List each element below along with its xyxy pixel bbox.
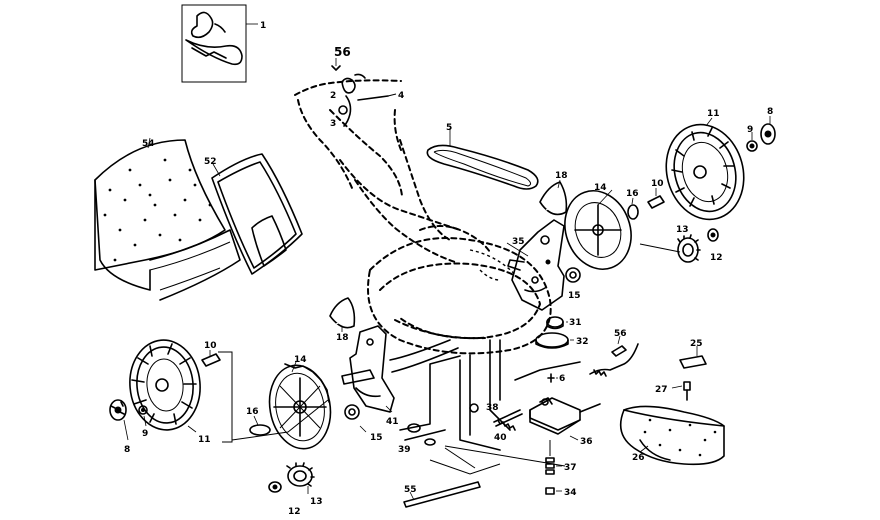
callout-16-left: 16 bbox=[246, 407, 259, 417]
air-filter-left bbox=[329, 297, 356, 332]
chute-texture bbox=[643, 418, 717, 457]
washer-left bbox=[249, 415, 271, 436]
rod-55 bbox=[403, 481, 481, 508]
axle-left bbox=[201, 350, 233, 443]
grass-bag-texture bbox=[103, 158, 212, 262]
handle-bolt-parts bbox=[331, 58, 397, 127]
blade-adapter bbox=[535, 316, 574, 349]
callout-11-right: 11 bbox=[707, 109, 720, 119]
callout-18-left: 18 bbox=[336, 333, 349, 343]
callout-14-right: 14 bbox=[594, 183, 607, 193]
callout-56-mid: 56 bbox=[614, 329, 627, 339]
rear-wheel-left bbox=[129, 339, 201, 433]
bearing-left bbox=[344, 404, 367, 433]
discharge-chute bbox=[619, 405, 725, 466]
callout-38: 38 bbox=[486, 403, 499, 413]
screw-6 bbox=[547, 373, 558, 383]
callout-15-left: 15 bbox=[370, 433, 383, 443]
callout-10-left: 10 bbox=[204, 341, 217, 351]
wheel-nut-cap-left bbox=[109, 399, 148, 441]
control-cable bbox=[589, 335, 639, 377]
grass-bag bbox=[94, 137, 241, 301]
callout-34: 34 bbox=[564, 488, 577, 498]
drive-gear-right bbox=[639, 228, 719, 263]
callout-10-right: 10 bbox=[651, 179, 664, 189]
callout-16-right: 16 bbox=[626, 189, 639, 199]
callout-15-right: 15 bbox=[568, 291, 581, 301]
callout-2: 2 bbox=[330, 91, 336, 101]
callout-55: 55 bbox=[404, 485, 417, 495]
callout-13-left: 13 bbox=[310, 497, 323, 507]
callout-54: 54 bbox=[142, 139, 155, 149]
spring-bolt-37-34 bbox=[545, 440, 562, 495]
washer-axle-right bbox=[627, 188, 665, 220]
air-filter-top bbox=[539, 179, 568, 216]
callout-9-left: 9 bbox=[142, 429, 148, 439]
callout-27: 27 bbox=[655, 385, 668, 395]
callout-52: 52 bbox=[204, 157, 217, 167]
callout-26: 26 bbox=[632, 453, 645, 463]
callout-8-right: 8 bbox=[767, 107, 773, 117]
wheel-disk-left bbox=[268, 361, 332, 450]
callout-labels: 1 2 3 4 5 56 54 52 18 35 14 16 10 11 9 8… bbox=[124, 21, 773, 517]
callout-25: 25 bbox=[690, 339, 703, 349]
mower-deck-dashed bbox=[367, 225, 552, 355]
callout-13-right: 13 bbox=[676, 225, 689, 235]
callout-35: 35 bbox=[512, 237, 525, 247]
wheel-disk-right bbox=[564, 189, 632, 270]
callout-56-top: 56 bbox=[334, 45, 351, 59]
transmission-left bbox=[341, 325, 459, 413]
drive-belt bbox=[426, 128, 539, 190]
plate-screw-25-27 bbox=[671, 346, 707, 401]
callout-1: 1 bbox=[260, 21, 266, 31]
callout-11-left: 11 bbox=[198, 435, 211, 445]
bolt-spring-small-parts bbox=[407, 403, 523, 446]
grass-bag-frame bbox=[211, 153, 303, 275]
part-1-inset-box bbox=[181, 4, 258, 83]
rear-wheel-right bbox=[665, 117, 745, 221]
callout-14-left: 14 bbox=[294, 355, 307, 365]
control-rods bbox=[231, 339, 581, 475]
callout-8-left: 8 bbox=[124, 445, 130, 455]
wheel-nut-cap-right bbox=[746, 116, 776, 152]
callout-3: 3 bbox=[330, 119, 336, 129]
bearing-right bbox=[565, 267, 581, 283]
callout-6: 6 bbox=[559, 374, 565, 384]
callout-36: 36 bbox=[580, 437, 593, 447]
callout-39: 39 bbox=[398, 445, 411, 455]
transmission-housing bbox=[506, 219, 565, 311]
callout-41: 41 bbox=[386, 417, 399, 427]
callout-31: 31 bbox=[569, 318, 582, 328]
callout-12-right: 12 bbox=[710, 253, 723, 263]
drive-gear-left bbox=[268, 462, 315, 494]
callout-32: 32 bbox=[576, 337, 589, 347]
callout-12-left: 12 bbox=[288, 507, 301, 517]
callout-9-right: 9 bbox=[747, 125, 753, 135]
callout-37: 37 bbox=[564, 463, 577, 473]
callout-4: 4 bbox=[398, 91, 404, 101]
callout-40: 40 bbox=[494, 433, 507, 443]
control-bracket bbox=[529, 397, 601, 441]
callout-5: 5 bbox=[446, 123, 452, 133]
mower-handle-dashed bbox=[294, 79, 461, 263]
callout-18-top: 18 bbox=[555, 171, 568, 181]
